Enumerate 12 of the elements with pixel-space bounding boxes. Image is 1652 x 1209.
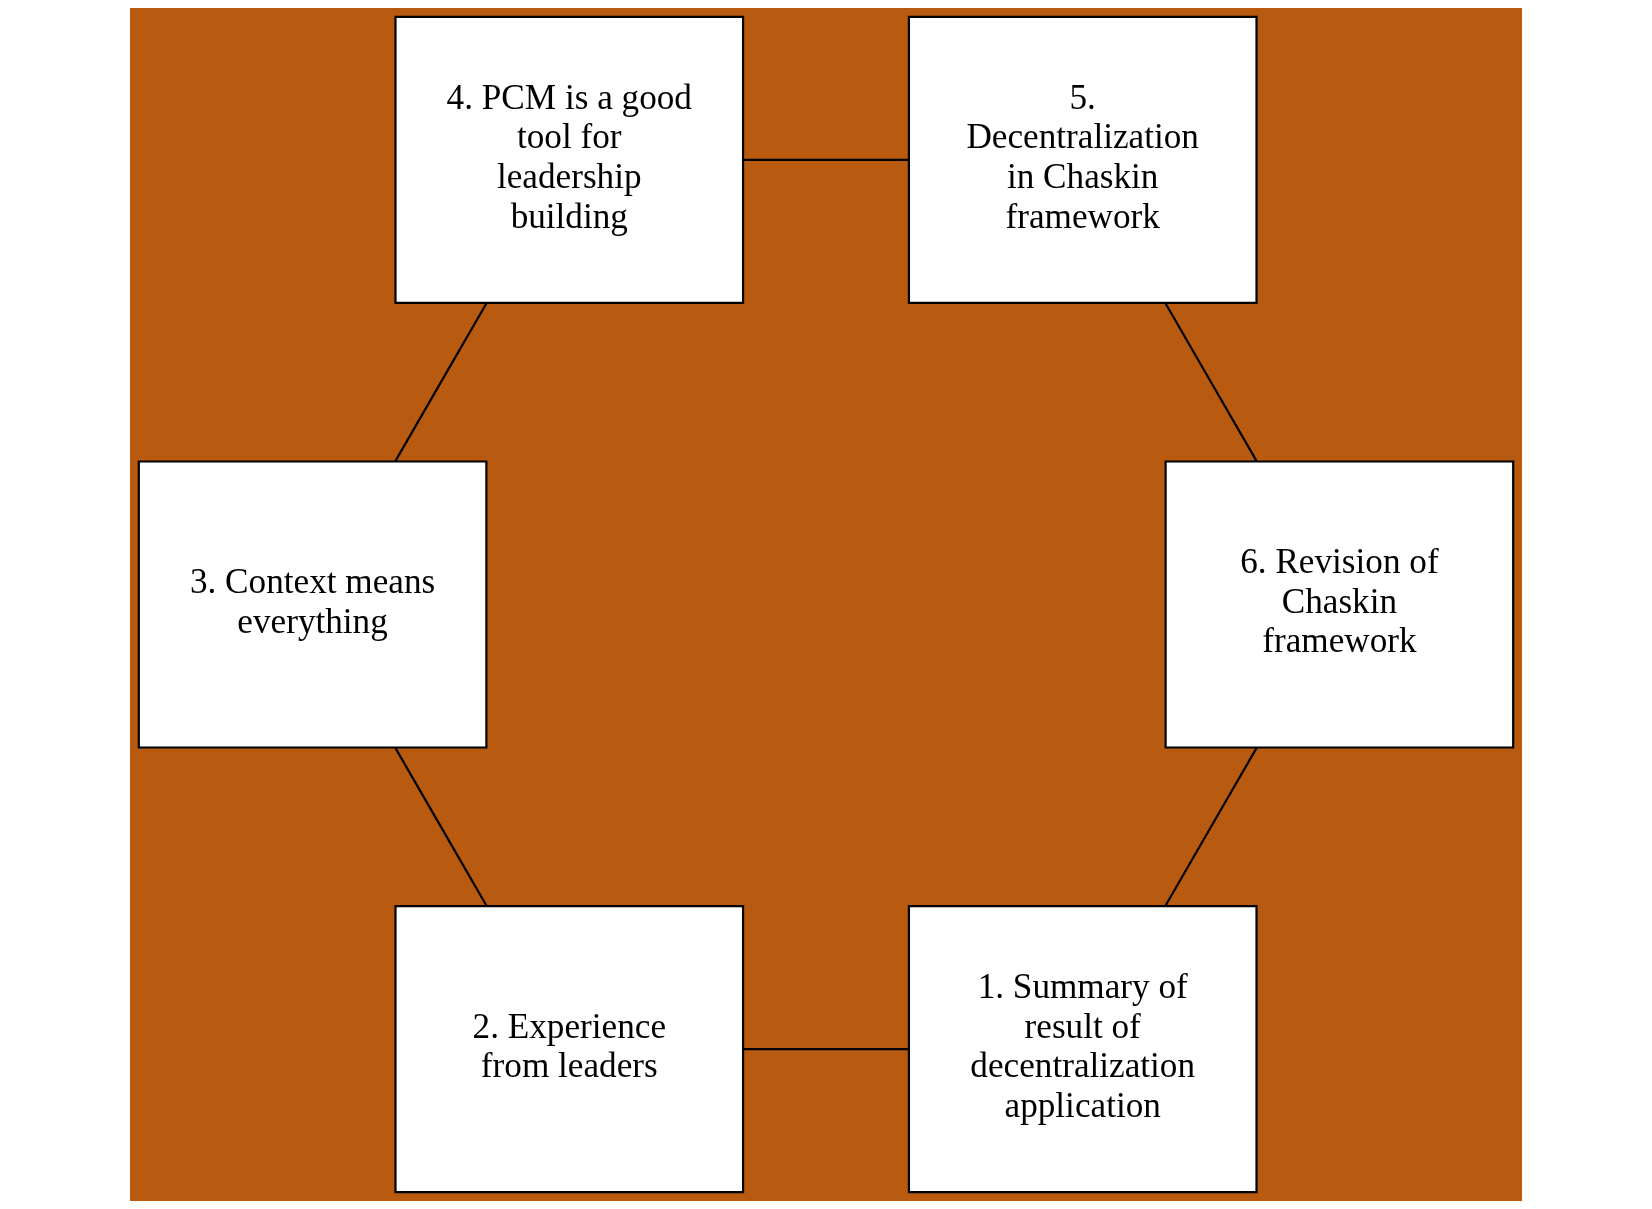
node-box: 4. PCM is a good tool for leadership building <box>394 15 745 304</box>
node-box: 5. Decentralization in Chaskin framework <box>907 15 1258 304</box>
connector <box>743 1048 909 1051</box>
connector <box>1164 747 1258 907</box>
node-box: 1. Summary of result of decentralization application <box>907 905 1258 1194</box>
connector <box>394 747 488 907</box>
connector <box>743 158 909 161</box>
connector <box>394 302 488 462</box>
node-box: 3. Context means everything <box>137 460 488 749</box>
node-box: 2. Experience from leaders <box>394 905 745 1194</box>
node-box: 6. Revision of Chaskin framework <box>1164 460 1515 749</box>
connector <box>1164 302 1258 462</box>
